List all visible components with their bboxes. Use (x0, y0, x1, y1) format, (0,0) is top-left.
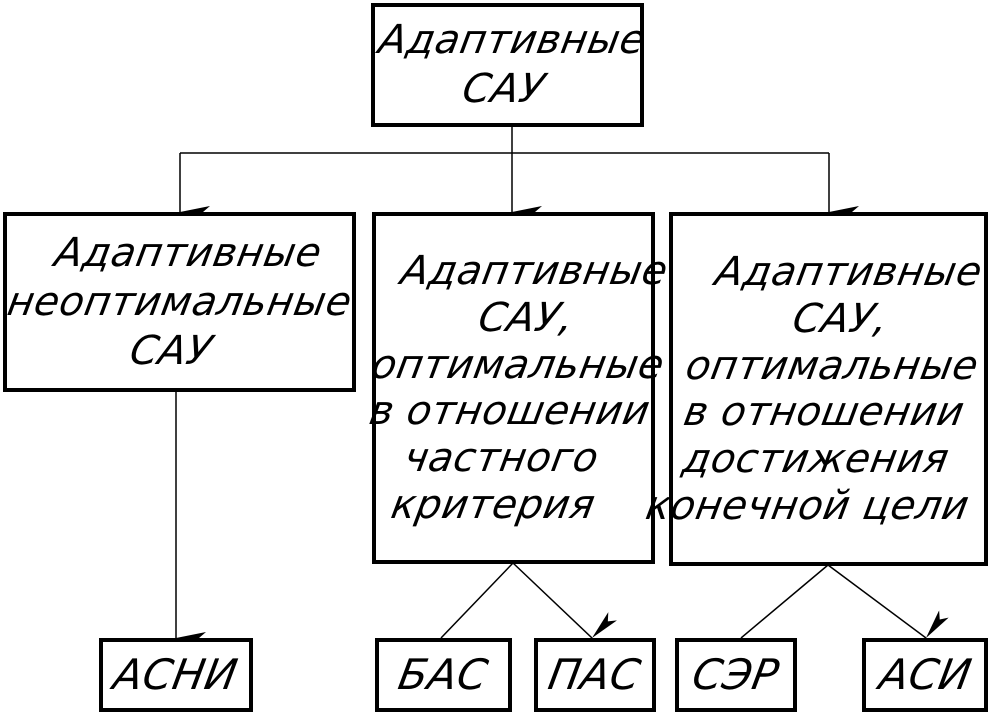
arrow-to-leaf-pas (512, 562, 618, 639)
category-2-line-5: частного (400, 434, 603, 481)
arrow-to-leaf-ser (740, 564, 829, 665)
category-3-line-1: Адаптивные (712, 248, 987, 295)
leaf-box-pas: ПАС (534, 638, 656, 712)
category-2-line-3: оптимальные (367, 341, 668, 388)
category-1-line-1: Адаптивные (51, 229, 326, 276)
leaf-label-pas: ПАС (545, 650, 645, 699)
category-3-line-5: достижения (679, 435, 953, 482)
leaf-label-bas: БАС (395, 650, 493, 699)
category-3-line-6: конечной цели (642, 482, 974, 529)
root-label: Адаптивные САУ (366, 16, 649, 114)
leaf-label-ser: СЭР (689, 650, 784, 699)
leaf-box-asi: АСИ (862, 638, 988, 712)
category-1-label: Адаптивные неоптимальные САУ (0, 229, 364, 375)
category-3-line-3: оптимальные (682, 342, 983, 389)
category-2-line-2: САУ, (474, 294, 578, 341)
category-box-nonoptimal: Адаптивные неоптимальные САУ (3, 212, 356, 392)
leaf-label-asni: АСНИ (110, 650, 242, 699)
category-2-line-6: критерия (387, 481, 599, 528)
leaf-label-asi: АСИ (875, 650, 975, 699)
root-line-2: САУ (458, 66, 548, 112)
category-2-label: Адаптивные САУ, оптимальные в отношении … (343, 248, 684, 529)
leaf-box-asni: АСНИ (99, 638, 253, 712)
leaf-box-bas: БАС (375, 638, 512, 712)
root-line-1: Адаптивные (374, 17, 649, 64)
category-1-line-3: САУ (126, 327, 216, 374)
arrow-to-leaf-asi (827, 564, 949, 639)
leaf-box-ser: СЭР (675, 638, 797, 712)
root-box: Адаптивные САУ (371, 3, 649, 127)
category-box-partial-criterion: Адаптивные САУ, оптимальные в отношении … (366, 212, 671, 564)
category-box-final-goal: Адаптивные САУ, оптимальные в отношении … (643, 212, 988, 566)
category-2-line-1: Адаптивные (397, 247, 672, 294)
category-2-line-4: в отношении (365, 388, 654, 434)
category-1-line-2: неоптимальные (3, 278, 356, 325)
arrow-to-leaf-bas (440, 562, 514, 664)
category-3-line-4: в отношении (680, 389, 969, 435)
category-3-label: Адаптивные САУ, оптимальные в отношении … (643, 249, 992, 530)
category-3-line-2: САУ, (789, 295, 893, 342)
